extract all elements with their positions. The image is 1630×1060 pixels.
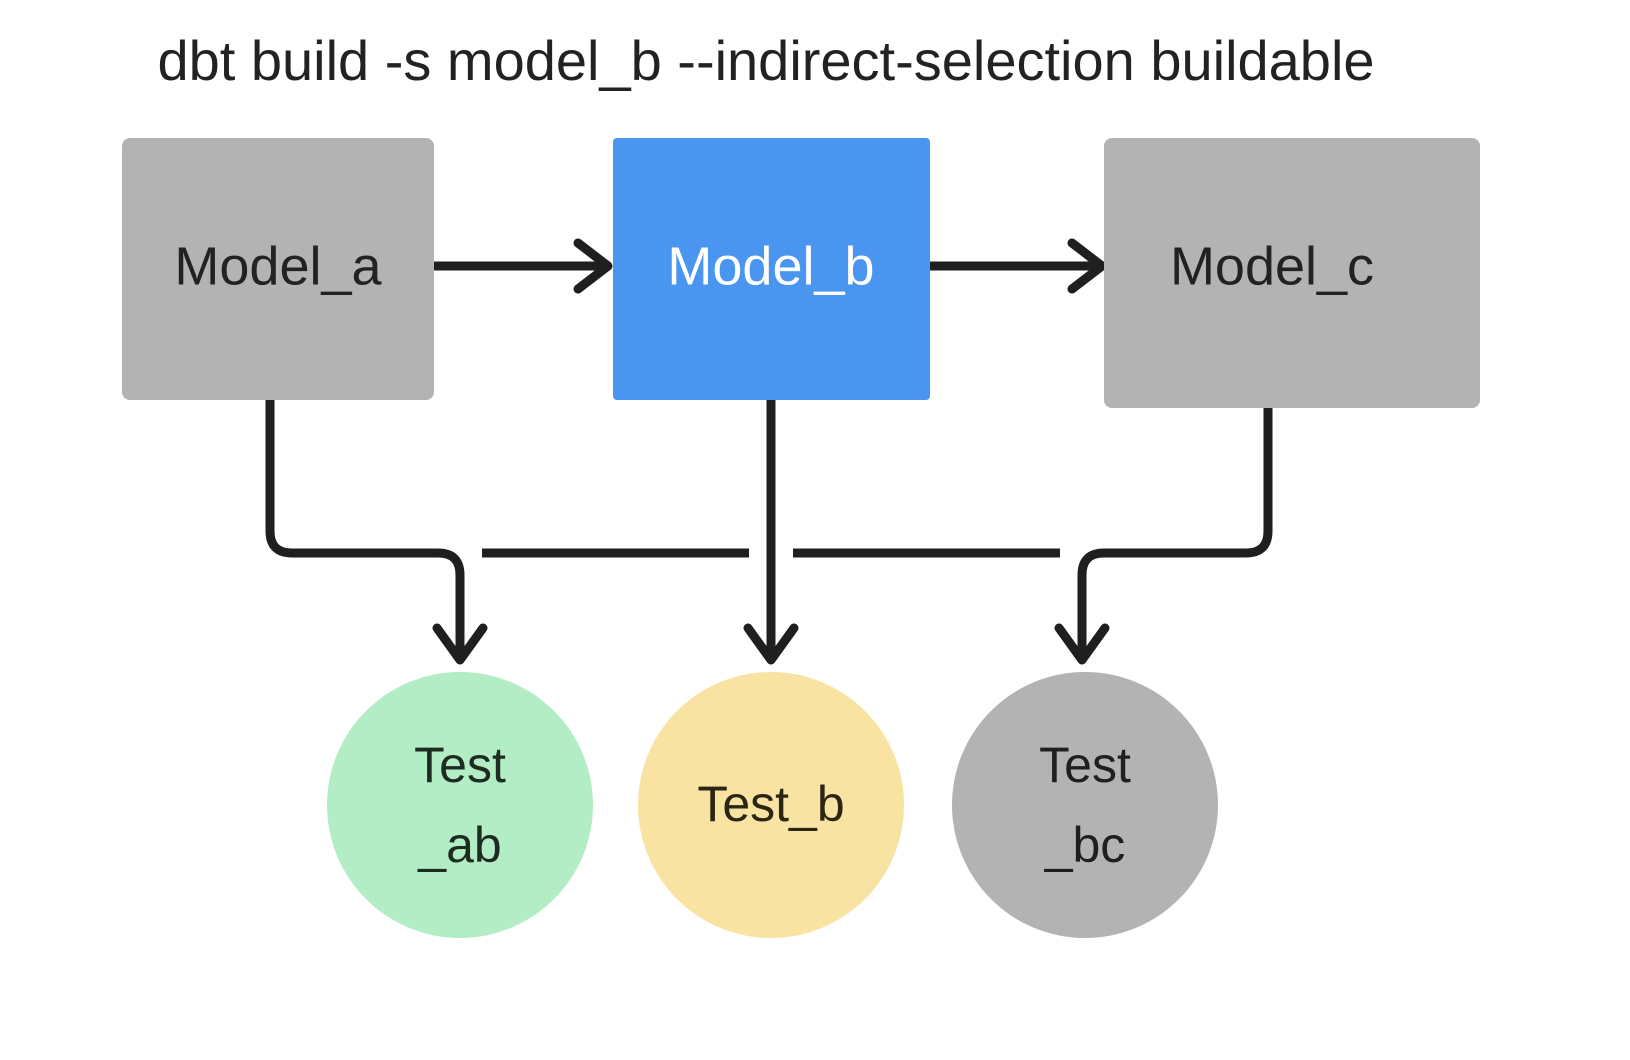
model-a-box[interactable] [122,138,434,400]
test-bc-label-line1: Test [1039,737,1131,793]
model-c-box[interactable] [1104,138,1480,408]
test-b-circle[interactable] [638,672,904,938]
node-model-b[interactable]: Model_b [613,138,930,400]
node-test-ab[interactable]: Test _ab [327,672,593,938]
test-bc-circle[interactable] [952,672,1218,938]
edge-model-c-to-test-bc [1054,408,1273,665]
page-title: dbt build -s model_b --indirect-selectio… [157,29,1374,92]
node-layer: Model_a Model_b Model_c Test _ab Tes [122,138,1480,938]
node-test-bc[interactable]: Test _bc [952,672,1218,938]
edge-model-b-to-model-c [930,238,1107,294]
test-ab-circle[interactable] [327,672,593,938]
node-test-b[interactable]: Test_b [638,672,904,938]
node-model-a[interactable]: Model_a [122,138,434,400]
test-ab-label-line1: Test [414,737,506,793]
edge-model-a-to-test-ab [265,400,488,665]
edge-model-a-to-model-b [434,238,613,294]
model-b-box[interactable] [613,138,930,400]
edge-layer [265,238,1273,665]
model-c-label: Model_c [1170,236,1374,296]
model-a-label: Model_a [174,236,382,296]
model-b-label: Model_b [667,236,874,296]
test-ab-label-line2: _ab [417,817,501,873]
edge-model-b-to-test-b [743,400,799,665]
node-model-c[interactable]: Model_c [1104,138,1480,408]
test-b-label-line1: Test_b [697,776,844,832]
test-bc-label-line2: _bc [1044,817,1126,873]
